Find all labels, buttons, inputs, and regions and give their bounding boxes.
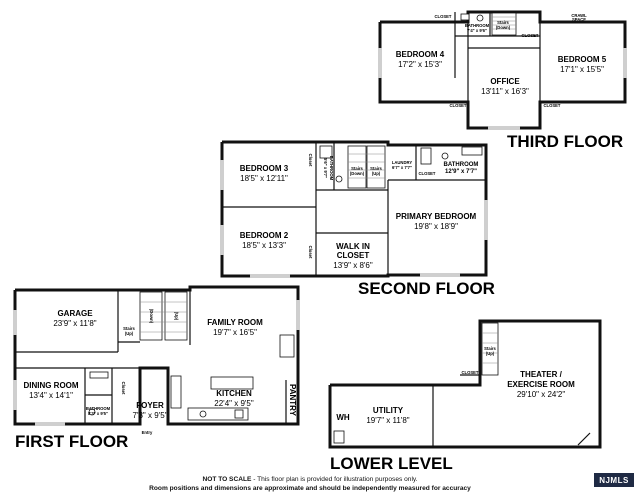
bathtub-icon bbox=[319, 145, 333, 159]
bedroom3-name: BEDROOM 3 bbox=[240, 164, 289, 173]
utility-dims: 19'7" x 11'8" bbox=[366, 416, 409, 425]
laundry-dims: 6'7" x 7'7" bbox=[392, 165, 412, 170]
second-closet: CLOSET bbox=[419, 171, 436, 176]
second-stairs-down: Stairs bbox=[351, 166, 363, 171]
laundry-name: LAUNDRY bbox=[392, 160, 413, 165]
walkin-closet-name: WALK IN bbox=[336, 242, 370, 251]
stairs-third bbox=[491, 12, 517, 36]
bedroom5-dims: 17'1" x 15'5" bbox=[560, 65, 604, 74]
second-stairs-down-dir: (Down) bbox=[350, 171, 365, 176]
lower-stairs-label: Stairs bbox=[484, 346, 496, 351]
theater-name2: EXERCISE ROOM bbox=[507, 380, 575, 389]
sink-icon bbox=[460, 13, 470, 21]
second-stairs-up-dir: (Up) bbox=[372, 171, 381, 176]
primary-bedroom-name: PRIMARY BEDROOM bbox=[396, 212, 477, 221]
walkin-closet-dims: 13'9" x 8'6" bbox=[333, 261, 373, 270]
toilet-icon-2 bbox=[441, 152, 449, 160]
family-room-dims: 19'7" x 16'5" bbox=[213, 328, 257, 337]
walkin-closet-name2: CLOSET bbox=[337, 251, 370, 260]
first-closet: Closet bbox=[121, 382, 126, 395]
njmls-logo: NJMLS bbox=[594, 473, 634, 487]
kitchen-sink-icon bbox=[234, 409, 244, 419]
bath1-vanity-icon bbox=[89, 371, 109, 379]
foyer-name: FOYER bbox=[136, 401, 164, 410]
lower-level-title: LOWER LEVEL bbox=[330, 454, 453, 473]
bedroom2-name: BEDROOM 2 bbox=[240, 231, 289, 240]
stairs-lower bbox=[481, 322, 499, 376]
third-stairs-label: Stairs bbox=[497, 20, 509, 25]
garage-name: GARAGE bbox=[57, 309, 93, 318]
shower-icon bbox=[420, 147, 432, 165]
primary-bedroom-dims: 19'8" x 18'9" bbox=[414, 222, 458, 231]
theater-dims: 29'10" x 24'2" bbox=[517, 390, 565, 399]
first-stairs-up: Stairs bbox=[123, 326, 135, 331]
bath2b-dims: 12'9" x 7'7" bbox=[445, 169, 477, 175]
third-closet-4: CLOSET bbox=[544, 103, 561, 108]
lower-closet: CLOSET bbox=[462, 370, 479, 375]
bath3-dims: 7'4" x 9'6" bbox=[467, 28, 487, 33]
theater-name: THEATER / bbox=[520, 370, 562, 379]
office-dims: 13'11" x 16'3" bbox=[481, 87, 529, 96]
third-floor-plan: BEDROOM 4 17'2" x 15'3" BEDROOM 5 17'1" … bbox=[378, 10, 627, 151]
water-heater-icon bbox=[333, 430, 345, 444]
first-floor-title: FIRST FLOOR bbox=[15, 432, 128, 451]
counter-left bbox=[170, 375, 182, 409]
disclaimer-line-2: Room positions and dimensions are approx… bbox=[149, 485, 471, 492]
bath1-dims: 8'3" x 9'5" bbox=[88, 411, 108, 416]
third-closet-1: CLOSET bbox=[435, 14, 452, 19]
third-floor-title: THIRD FLOOR bbox=[507, 132, 623, 151]
garage-dims: 23'9" x 11'8" bbox=[53, 319, 96, 328]
bedroom2-dims: 18'5" x 13'3" bbox=[242, 241, 286, 250]
disclaimer-line-1: NOT TO SCALE - This floor plan is provid… bbox=[120, 476, 500, 485]
toilet-icon bbox=[335, 175, 343, 183]
bedroom4-name: BEDROOM 4 bbox=[396, 50, 445, 59]
third-closet-3: CLOSET bbox=[522, 33, 539, 38]
pantry-name: PANTRY bbox=[288, 384, 297, 417]
second-floor-title: SECOND FLOOR bbox=[358, 279, 495, 298]
toilet-icon bbox=[476, 14, 484, 22]
bath2a-dims: 5'6" x 9'7" bbox=[323, 158, 328, 178]
bedroom5-name: BEDROOM 5 bbox=[558, 55, 607, 64]
first-floor-plan: GARAGE 23'9" x 11'8" FAMILY ROOM 19'7" x… bbox=[13, 285, 300, 451]
disclaimer-line-1-text: - This floor plan is provided for illust… bbox=[251, 476, 418, 483]
first-stairs-right: (Up) bbox=[174, 312, 179, 321]
bath1-name: BATHROOM bbox=[86, 406, 111, 411]
bath2b-name: BATHROOM bbox=[444, 162, 479, 168]
family-room-name: FAMILY ROOM bbox=[207, 318, 263, 327]
lower-level-plan: UTILITY 19'7" x 11'8" THEATER / EXERCISE… bbox=[328, 319, 602, 473]
water-heater-label: WH bbox=[336, 413, 350, 422]
bath1-toilet-icon bbox=[88, 408, 96, 416]
second-stairs-up: Stairs bbox=[370, 166, 382, 171]
vanity-icon bbox=[461, 146, 483, 156]
stairs-second bbox=[347, 145, 386, 189]
fireplace-icon bbox=[279, 334, 295, 358]
utility-name: UTILITY bbox=[373, 406, 404, 415]
disclaimer-not-to-scale: NOT TO SCALE bbox=[202, 476, 252, 483]
first-stairs-left: (Down) bbox=[149, 309, 154, 324]
first-stairs-up-dir: (Up) bbox=[125, 331, 134, 336]
crawl-space-1: CRAWL bbox=[571, 13, 587, 18]
second-floor-plan: BEDROOM 3 18'5" x 12'11" BEDROOM 2 18'5"… bbox=[220, 140, 495, 298]
bath2a-name: BATHROOM bbox=[329, 156, 334, 181]
kitchen-dims: 22'4" x 9'5" bbox=[214, 399, 254, 408]
second-closet-v2: Closet bbox=[308, 246, 313, 259]
bedroom3-dims: 18'5" x 12'11" bbox=[240, 174, 288, 183]
dining-room-dims: 13'4" x 14'1" bbox=[29, 391, 73, 400]
bedroom4-dims: 17'2" x 15'3" bbox=[398, 60, 442, 69]
stove-icon bbox=[199, 410, 207, 418]
foyer-dims: 7'3" x 9'5" bbox=[133, 411, 168, 420]
crawl-space-2: SPACE bbox=[572, 17, 586, 22]
bath3-name: BATHROOM bbox=[465, 23, 490, 28]
dining-room-name: DINING ROOM bbox=[23, 381, 78, 390]
office-name: OFFICE bbox=[490, 77, 520, 86]
kitchen-name: KITCHEN bbox=[216, 389, 252, 398]
third-closet-2: CLOSET bbox=[450, 103, 467, 108]
kitchen-island bbox=[210, 376, 254, 390]
stairs-first bbox=[139, 291, 188, 341]
second-closet-v1: Closet bbox=[308, 154, 313, 167]
third-stairs-dir: (Down) bbox=[496, 25, 511, 30]
lower-stairs-dir: (Up) bbox=[486, 351, 495, 356]
entry-label: Entry bbox=[142, 430, 153, 435]
